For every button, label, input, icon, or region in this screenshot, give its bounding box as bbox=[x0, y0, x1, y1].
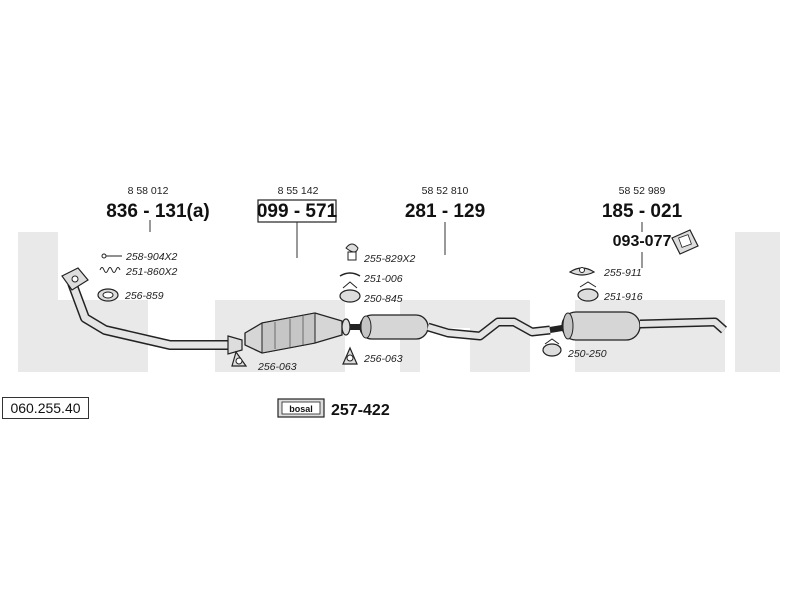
kit-brand: bosal bbox=[289, 404, 313, 414]
catalog-number: 060.255.40 bbox=[2, 397, 89, 419]
rubber-mount-icon bbox=[671, 229, 699, 255]
pipe-clamp-icon bbox=[339, 281, 361, 303]
middle-silencer bbox=[341, 314, 551, 341]
accessory-label: 255-829X2 bbox=[363, 253, 416, 265]
hanger-icon bbox=[339, 272, 361, 277]
triangle-flange-icon bbox=[231, 350, 248, 367]
oe-number-2: 8 55 142 bbox=[278, 185, 319, 197]
rubber-hanger-icon bbox=[568, 267, 596, 276]
part-number-2: 099 - 571 bbox=[257, 201, 338, 222]
kit-badge: bosal bbox=[277, 398, 325, 418]
pipe-clamp-icon bbox=[577, 281, 599, 302]
accessory-label: 251-006 bbox=[363, 273, 403, 285]
bolt-icon bbox=[101, 253, 122, 259]
oe-number-3: 58 52 810 bbox=[422, 185, 469, 197]
accessory-label: 258-904X2 bbox=[125, 251, 178, 263]
part-number-3: 281 - 129 bbox=[405, 201, 485, 222]
accessory-label: 251-916 bbox=[603, 291, 643, 303]
oe-number-4: 58 52 989 bbox=[619, 185, 666, 197]
accessory-label: 256-063 bbox=[363, 353, 403, 365]
accessory-label: 251-860X2 bbox=[125, 266, 178, 278]
triangle-flange-icon bbox=[342, 346, 358, 365]
spring-icon bbox=[99, 267, 121, 273]
clamp-icon bbox=[345, 243, 359, 261]
clamp-icon bbox=[542, 338, 562, 357]
accessory-label: 256-063 bbox=[257, 361, 297, 373]
accessory-label: 256-859 bbox=[124, 290, 164, 302]
accessory-label: 250-845 bbox=[363, 293, 403, 305]
accessory-label: 255-911 bbox=[603, 267, 642, 279]
gasket-ring-icon bbox=[97, 288, 119, 302]
front-pipe bbox=[61, 267, 243, 355]
part-number-4: 185 - 021 bbox=[602, 201, 683, 222]
catalytic-converter bbox=[244, 312, 343, 354]
kit-part-number: 257-422 bbox=[331, 402, 390, 419]
rear-silencer bbox=[549, 311, 727, 341]
accessory-093-077: 093-077 bbox=[613, 233, 672, 250]
part-number-1: 836 - 131(a) bbox=[106, 201, 210, 222]
oe-number-1: 8 58 012 bbox=[128, 185, 169, 197]
accessory-label: 250-250 bbox=[567, 348, 607, 360]
